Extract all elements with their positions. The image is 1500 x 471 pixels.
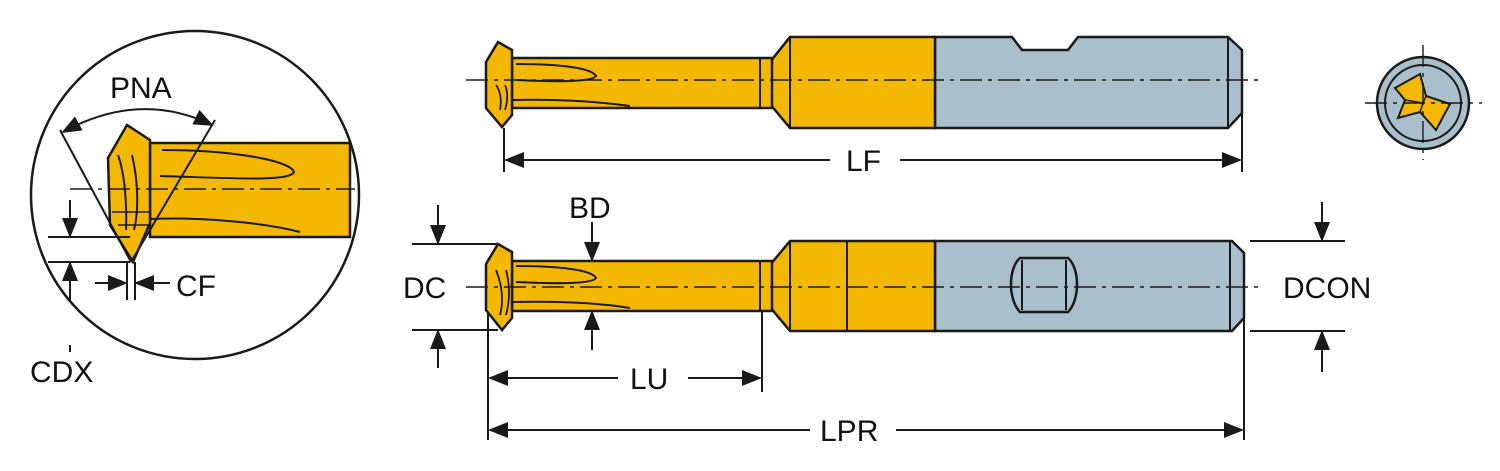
top-body-gold (768, 35, 937, 130)
bottom-tool-view: DC BD DCON LU LPR (403, 192, 1371, 448)
top-cutting-head (484, 40, 514, 129)
top-tool-view: LF (466, 35, 1262, 178)
bottom-body-gold (768, 239, 937, 333)
label-dc: DC (403, 272, 446, 305)
label-lf: LF (846, 145, 881, 178)
bottom-neck (510, 259, 774, 313)
bottom-flat (1009, 256, 1079, 314)
detail-view: PNA CF CDX (29, 29, 361, 389)
label-lpr: LPR (820, 415, 878, 448)
end-view (1365, 45, 1482, 160)
label-bd: BD (569, 192, 611, 225)
label-pna: PNA (110, 72, 172, 105)
detail-circle (29, 29, 361, 361)
label-cdx: CDX (30, 356, 93, 389)
bottom-shank-gray (933, 239, 1246, 333)
label-dcon: DCON (1283, 272, 1371, 305)
top-shank-gray (933, 35, 1244, 130)
label-cf: CF (176, 270, 216, 303)
label-lu: LU (630, 363, 668, 396)
